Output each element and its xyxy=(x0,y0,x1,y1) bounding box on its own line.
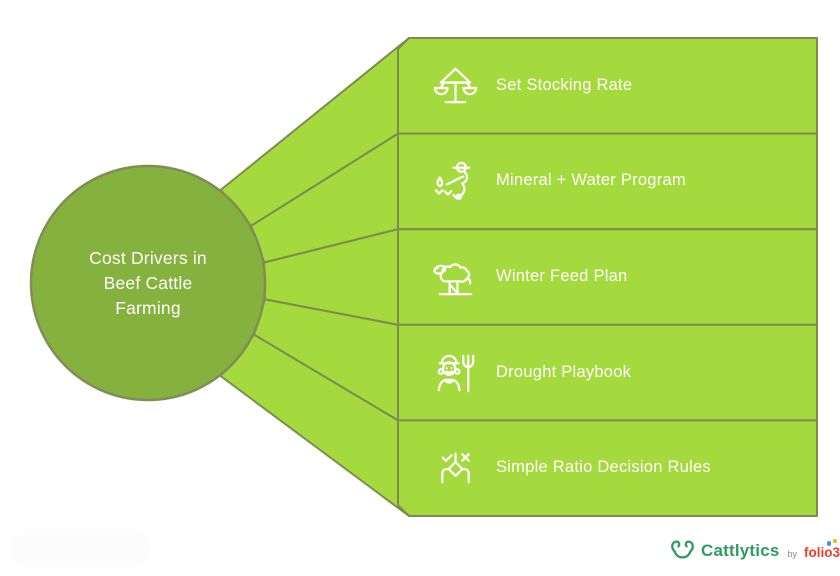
sheep-icon xyxy=(433,263,473,296)
partner-brand-name: folio3 xyxy=(804,539,840,560)
banner-shape-5 xyxy=(397,419,818,517)
banner-row-3: Winter Feed Plan xyxy=(398,229,817,325)
diagram-title: Cost Drivers in Beef Cattle Farming xyxy=(38,246,258,321)
banner-label-4: Drought Playbook xyxy=(496,362,632,381)
title-line-2: Beef Cattle xyxy=(103,273,193,293)
banner-label-5: Simple Ratio Decision Rules xyxy=(496,458,711,477)
cattle-head-icon xyxy=(671,539,694,558)
banner-label-1: Set Stocking Rate xyxy=(496,75,633,94)
brand-name: Cattlytics xyxy=(701,541,780,560)
title-line-3: Farming xyxy=(115,298,181,318)
banner-row-2: Mineral + Water Program xyxy=(398,134,817,230)
banner-label-3: Winter Feed Plan xyxy=(496,267,628,286)
banner-label-2: Mineral + Water Program xyxy=(496,171,686,190)
balance-scale-arrow-icon xyxy=(433,68,478,104)
center-circle xyxy=(29,164,267,402)
title-line-1: Cost Drivers in xyxy=(89,248,207,268)
partner-dot-blue xyxy=(826,541,832,546)
banner-row-4: Drought Playbook xyxy=(398,325,817,421)
banner-row-1: Set Stocking Rate xyxy=(398,38,817,134)
watermark-blob xyxy=(15,534,147,563)
watering-person-icon xyxy=(434,161,471,200)
banner-shape-3 xyxy=(397,228,818,326)
farmer-pitchfork-icon xyxy=(437,354,475,393)
banner-row-5: Simple Ratio Decision Rules xyxy=(398,420,817,516)
brand-by-label: by xyxy=(787,549,798,559)
decision-branch-icon xyxy=(441,452,470,484)
partner-dot-yellow xyxy=(832,539,837,543)
partner-brand-text: folio3 xyxy=(804,545,840,560)
footer-logo: Cattlytics by folio3 xyxy=(670,537,840,565)
banner-shape-2 xyxy=(397,132,818,231)
